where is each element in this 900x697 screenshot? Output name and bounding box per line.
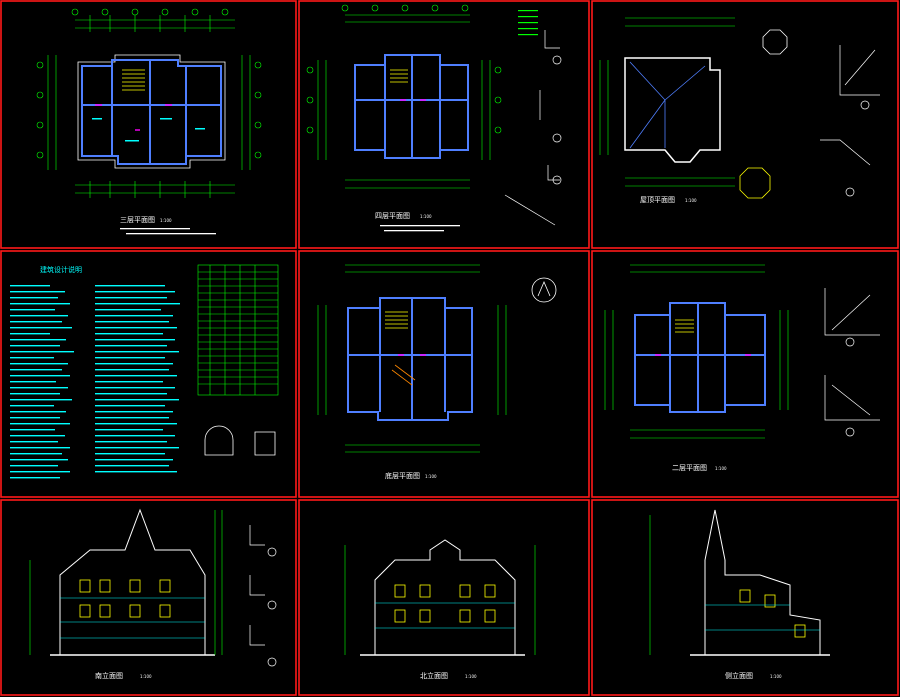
windows: [739, 589, 806, 638]
section-details: [504, 30, 562, 226]
floor-lines: [705, 604, 820, 631]
sheet-title: 二层平面图: [672, 464, 707, 472]
entry-steps: [391, 364, 416, 386]
walls: [347, 297, 473, 421]
sheet-title: 四层平面图: [375, 212, 410, 220]
sheet-scale: 1:100: [465, 674, 477, 679]
sheet-title: 南立面图: [95, 671, 123, 680]
building-outline: [77, 54, 226, 169]
panel-ground-floor-plan: 底层平面图 1:100: [317, 264, 557, 480]
window-details: [204, 425, 276, 456]
sheet-scale: 1:100: [425, 474, 437, 479]
sheet-title: 底层平面图: [385, 471, 420, 480]
doors: [95, 104, 172, 131]
roof-details: [820, 45, 880, 197]
sheet-title: 屋顶平面图: [640, 196, 675, 204]
sheet-scale: 1:100: [770, 674, 782, 679]
door-window-schedule: [197, 264, 279, 396]
north-arrow: [531, 277, 557, 303]
section-details: [824, 288, 880, 437]
axis-bubbles: [36, 8, 262, 159]
dimension-lines: [317, 264, 507, 453]
panel-side-elevation: 侧立面图 1:100: [649, 509, 830, 680]
panel-front-elevation: 南立面图 1:100: [29, 508, 277, 680]
axis-bubbles: [306, 4, 502, 134]
building-elevation: [374, 539, 516, 656]
notes-text: [380, 225, 460, 232]
dimension-lines: [317, 14, 491, 189]
building-elevation: [704, 509, 821, 656]
dimension-lines: [599, 17, 735, 187]
level-markers: [344, 545, 536, 655]
level-markers: [29, 510, 223, 655]
floor-lines: [60, 597, 205, 639]
windows: [79, 579, 171, 618]
walls: [634, 302, 766, 413]
octagon-detail: [739, 167, 771, 199]
panel-rear-elevation: 北立面图 1:100: [344, 539, 536, 680]
panel-third-floor-plan: 三层平面图 1:100: [36, 8, 262, 235]
annotations: [92, 118, 205, 142]
stairs: [675, 319, 694, 333]
dimension-lines: [604, 264, 789, 439]
octagon-turret: [762, 29, 788, 55]
sheet-scale: 1:100: [715, 466, 727, 471]
sheet-scale: 1:100: [420, 214, 432, 219]
roof-outline: [624, 57, 721, 163]
walls: [81, 59, 222, 165]
sheet-title: 侧立面图: [725, 671, 753, 680]
panel-design-notes: 建筑设计说明: [10, 264, 279, 479]
wall-details: [249, 525, 277, 667]
panel-second-floor-plan: 二层平面图 1:100: [604, 264, 880, 472]
stairs: [390, 69, 408, 83]
notes-text: [120, 228, 216, 235]
stairs: [122, 69, 145, 91]
windows: [394, 584, 496, 623]
sheet-title: 北立面图: [420, 671, 448, 680]
dimension-lines: [47, 15, 251, 198]
panel-fourth-floor-plan: 四层平面图 1:100: [306, 4, 562, 232]
panel-roof-plan: 屋顶平面图 1:100: [599, 17, 880, 204]
notes-title: 建筑设计说明: [40, 265, 82, 274]
roof-ridges: [629, 61, 706, 149]
stairs: [385, 311, 408, 329]
floor-lines: [375, 602, 515, 629]
notes-text: [10, 285, 180, 479]
walls: [354, 54, 469, 159]
detail-hatch: [518, 10, 538, 36]
sheet-scale: 1:100: [140, 674, 152, 679]
sheet-scale: 1:100: [685, 198, 697, 203]
building-elevation: [59, 508, 206, 656]
sheet-scale: 1:100: [160, 218, 172, 223]
sheet-title: 三层平面图: [120, 216, 155, 224]
